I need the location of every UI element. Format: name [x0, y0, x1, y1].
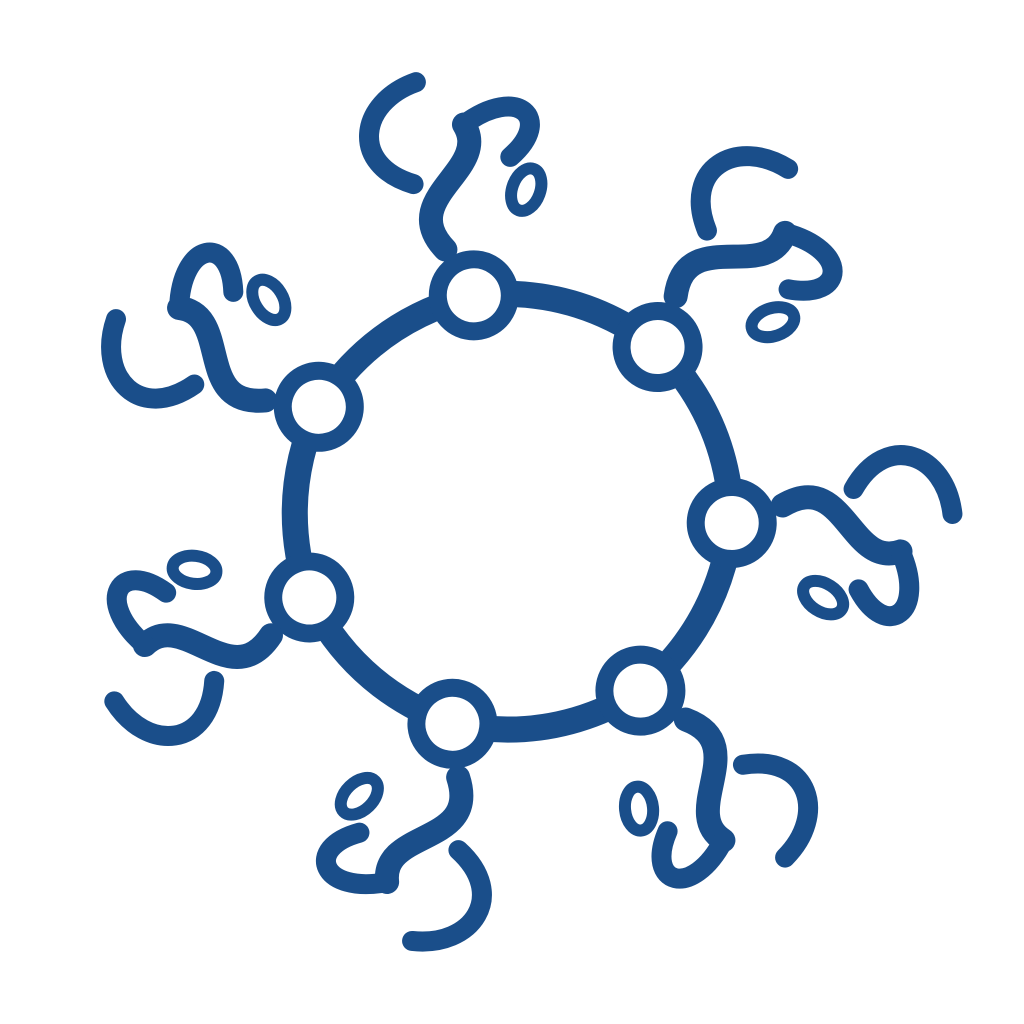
figure-leg [316, 822, 398, 895]
figure-detail [334, 771, 384, 821]
figure [101, 242, 364, 452]
figure-leg [843, 445, 963, 524]
figure-head [407, 678, 498, 769]
figure-leg [402, 840, 492, 952]
figure-body [419, 112, 482, 262]
figure-leg [453, 96, 540, 167]
figure-leg [106, 570, 177, 656]
figure-leg [104, 670, 225, 746]
figure-body [167, 295, 278, 413]
figure-detail [505, 162, 548, 217]
figure-body [375, 765, 474, 895]
figure-detail [166, 549, 223, 591]
figure [359, 72, 548, 341]
figure-detail [246, 273, 292, 327]
figure-leg [690, 146, 799, 241]
figure [104, 549, 355, 746]
figure [686, 445, 963, 627]
figure [612, 146, 843, 393]
figure-body [663, 220, 798, 309]
figure-body [132, 623, 283, 669]
figure-leg [848, 541, 920, 627]
figure-leg [775, 222, 843, 301]
figure-head [612, 302, 703, 393]
figure-detail [745, 301, 801, 344]
figure-leg [169, 242, 244, 318]
figure-head [428, 250, 519, 341]
figure-head [595, 645, 686, 736]
figure [595, 645, 819, 889]
figure-detail [618, 780, 660, 837]
figure-leg [732, 753, 819, 868]
figure-leg [651, 821, 734, 889]
figure [316, 678, 498, 952]
figure-head [686, 477, 777, 568]
figure-body [673, 707, 736, 853]
figure-head [264, 552, 355, 643]
figure-leg [101, 309, 205, 409]
figure-leg [359, 72, 426, 195]
figure-body [770, 485, 913, 566]
figure-detail [797, 574, 850, 621]
figure-head [273, 361, 364, 452]
